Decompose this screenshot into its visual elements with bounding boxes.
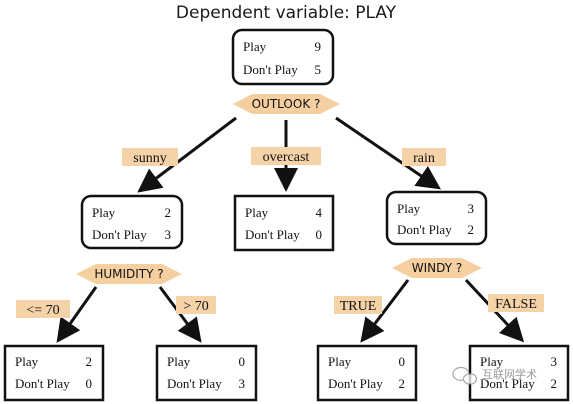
- node-humidity-le70-dontplay-label: Don't Play: [15, 376, 70, 391]
- node-windy-false-dontplay-label: Don't Play: [480, 376, 535, 391]
- edge-label-overcast: overcast: [251, 147, 321, 165]
- node-humidity-gt70-dontplay-value: 3: [239, 376, 246, 391]
- node-windy-false-box: [468, 344, 570, 402]
- node-humidity-le70-play-value: 2: [86, 354, 93, 369]
- decision-humidity: HUMIDITY ?: [76, 264, 182, 284]
- node-humidity-le70-play-label: Play: [15, 354, 39, 369]
- decision-windy-shape: [392, 258, 482, 278]
- node-humidity-gt70-play-label: Play: [167, 354, 191, 369]
- node-humidity-gt70-box: [155, 344, 258, 402]
- edge-label-rain-text: rain: [413, 151, 435, 166]
- node-windy-true: Play 0 Don't Play 2: [316, 344, 418, 402]
- node-overcast: Play 4 Don't Play 0: [233, 194, 335, 252]
- node-overcast-box: [233, 194, 335, 252]
- node-windy-false-play-label: Play: [480, 354, 504, 369]
- node-rain-dontplay-label: Don't Play: [397, 222, 452, 237]
- edge-label-false-text: FALSE: [495, 297, 537, 312]
- node-rain-dontplay-value: 2: [468, 222, 475, 237]
- watermark-text: 互联网学术: [482, 367, 537, 381]
- node-rain-play-value: 3: [468, 201, 475, 216]
- edge-label-le70-text: <= 70: [26, 303, 59, 318]
- node-humidity-gt70-dontplay-label: Don't Play: [167, 376, 222, 391]
- node-rain-box: [385, 190, 488, 246]
- edge-label-true-bg: [334, 296, 382, 314]
- node-sunny-dontplay-value: 3: [165, 227, 172, 242]
- node-windy-false-play-value: 3: [551, 354, 558, 369]
- node-overcast-dontplay-label: Don't Play: [245, 227, 300, 242]
- node-root-dontplay-value: 5: [315, 62, 322, 77]
- edge-label-rain-bg: [402, 148, 446, 166]
- node-overcast-dontplay-value: 0: [316, 227, 323, 242]
- edge-label-overcast-text: overcast: [263, 150, 310, 165]
- node-root: Play 9 Don't Play 5: [231, 28, 335, 86]
- decision-humidity-shape: [76, 264, 182, 284]
- diagram-title: Dependent variable: PLAY: [176, 3, 397, 23]
- edge-label-gt70-text: > 70: [183, 299, 208, 314]
- node-root-dontplay-label: Don't Play: [243, 62, 298, 77]
- node-windy-true-dontplay-value: 2: [399, 376, 406, 391]
- edge-root-sunny: [137, 116, 237, 193]
- node-root-play-label: Play: [243, 39, 267, 54]
- node-sunny: Play 2 Don't Play 3: [80, 194, 184, 250]
- edge-label-false-bg: [488, 294, 544, 312]
- edge-humidity-le70: [56, 286, 98, 343]
- decision-windy: WINDY ?: [392, 258, 482, 278]
- edge-label-le70-bg: [16, 300, 70, 318]
- decision-humidity-label: HUMIDITY ?: [94, 267, 163, 281]
- node-overcast-play-value: 4: [316, 205, 323, 220]
- edge-root-rain: [335, 116, 441, 190]
- edge-label-rain: rain: [402, 148, 446, 166]
- node-windy-true-play-label: Play: [328, 354, 352, 369]
- decision-windy-label: WINDY ?: [412, 261, 462, 275]
- node-windy-true-play-value: 0: [399, 354, 406, 369]
- edge-label-sunny-text: sunny: [133, 151, 166, 166]
- wechat-icon: [452, 366, 478, 385]
- node-humidity-gt70-play-value: 0: [239, 354, 246, 369]
- watermark: 互联网学术: [452, 366, 537, 385]
- edge-label-true: TRUE: [334, 296, 382, 314]
- edge-label-sunny: sunny: [122, 148, 178, 166]
- node-overcast-play-label: Play: [245, 205, 269, 220]
- edge-label-sunny-bg: [122, 148, 178, 166]
- node-root-play-value: 9: [315, 39, 322, 54]
- decision-outlook-label: OUTLOOK ?: [252, 97, 321, 111]
- node-root-box: [231, 28, 335, 86]
- edge-label-overcast-bg: [251, 147, 321, 165]
- node-humidity-le70: Play 2 Don't Play 0: [3, 344, 105, 402]
- edge-label-gt70: > 70: [176, 296, 216, 314]
- node-rain: Play 3 Don't Play 2: [385, 190, 488, 246]
- node-windy-false-dontplay-value: 2: [551, 376, 558, 391]
- node-humidity-le70-dontplay-value: 0: [86, 376, 93, 391]
- node-sunny-play-label: Play: [92, 205, 116, 220]
- node-humidity-le70-box: [3, 344, 105, 402]
- node-windy-true-box: [316, 344, 418, 402]
- node-rain-play-label: Play: [397, 201, 421, 216]
- node-windy-false: Play 3 Don't Play 2: [468, 344, 570, 402]
- decision-outlook: OUTLOOK ?: [233, 94, 340, 114]
- edge-windy-true: [360, 279, 410, 343]
- decision-outlook-shape: [233, 94, 340, 114]
- edge-label-le70: <= 70: [16, 300, 70, 318]
- node-sunny-dontplay-label: Don't Play: [92, 227, 147, 242]
- node-sunny-box: [80, 194, 184, 250]
- edge-label-true-text: TRUE: [340, 299, 377, 314]
- node-humidity-gt70: Play 0 Don't Play 3: [155, 344, 258, 402]
- edge-label-gt70-bg: [176, 296, 216, 314]
- node-sunny-play-value: 2: [165, 205, 172, 220]
- edge-label-false: FALSE: [488, 294, 544, 312]
- node-windy-true-dontplay-label: Don't Play: [328, 376, 383, 391]
